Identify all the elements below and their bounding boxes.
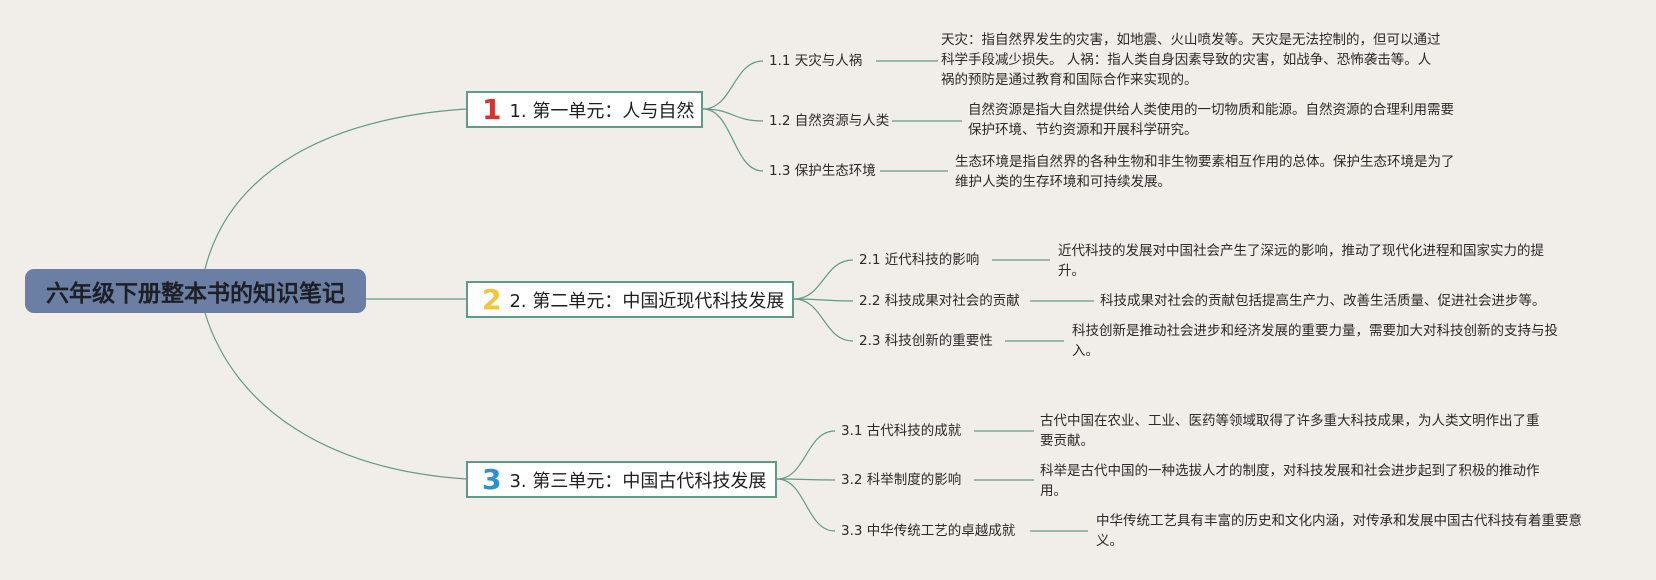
unit-3-to-sub-1-line bbox=[776, 430, 836, 480]
subtopic-1-1[interactable]: 1.1 天灾与人祸 bbox=[769, 53, 863, 69]
subtopic-2-2[interactable]: 2.2 科技成果对社会的贡献 bbox=[859, 293, 1020, 309]
root-to-unit-1-line bbox=[204, 108, 467, 270]
root-node[interactable]: 六年级下册整本书的知识笔记 bbox=[25, 269, 366, 313]
desc-1-1: 天灾：指自然界发生的灾害，如地震、火山喷发等。天灾是无法控制的，但可以通过科学手… bbox=[941, 32, 1441, 88]
number-3-icon: 3 bbox=[482, 462, 502, 496]
subtopic-3-2[interactable]: 3.2 科举制度的影响 bbox=[841, 472, 962, 488]
unit-1-to-sub-3-line bbox=[702, 108, 764, 172]
unit-3-node[interactable]: 3 3. 第三单元：中国古代科技发展 bbox=[466, 461, 777, 498]
unit-2-to-sub-2-line bbox=[793, 298, 854, 302]
number-1-icon: 1 bbox=[482, 92, 502, 126]
desc-2-1: 近代科技的发展对中国社会产生了深远的影响，推动了现代化进程和国家实力的提升。 bbox=[1058, 243, 1544, 279]
desc-2-2: 科技成果对社会的贡献包括提高生产力、改善生活质量、促进社会进步等。 bbox=[1100, 293, 1546, 309]
unit-3-to-sub-3-line bbox=[776, 478, 836, 532]
subtopic-3-3[interactable]: 3.3 中华传统工艺的卓越成就 bbox=[841, 523, 1016, 539]
unit-3-to-sub-2-line bbox=[776, 478, 836, 481]
subtopic-1-3[interactable]: 1.3 保护生态环境 bbox=[769, 163, 876, 179]
unit-1-label: 1. 第一单元：人与自然 bbox=[509, 100, 695, 122]
subtopic-2-3[interactable]: 2.3 科技创新的重要性 bbox=[859, 333, 993, 349]
desc-3-3: 中华传统工艺具有丰富的历史和文化内涵，对传承和发展中国古代科技有着重要意义。 bbox=[1096, 513, 1582, 549]
subtopic-2-1[interactable]: 2.1 近代科技的影响 bbox=[859, 252, 980, 268]
desc-2-3: 科技创新是推动社会进步和经济发展的重要力量，需要加大对科技创新的支持与投入。 bbox=[1072, 323, 1558, 359]
unit-1-to-sub-2-line bbox=[702, 108, 764, 122]
unit-2-to-sub-3-line bbox=[793, 298, 854, 342]
subtopic-1-2[interactable]: 1.2 自然资源与人类 bbox=[769, 113, 890, 129]
unit-2-label: 2. 第二单元：中国近现代科技发展 bbox=[509, 290, 785, 312]
unit-2-node[interactable]: 2 2. 第二单元：中国近现代科技发展 bbox=[466, 281, 794, 318]
desc-3-2: 科举是古代中国的一种选拔人才的制度，对科技发展和社会进步起到了积极的推动作用。 bbox=[1040, 463, 1540, 499]
root-to-unit-3-line bbox=[204, 312, 467, 480]
unit-2-to-sub-1-line bbox=[793, 259, 854, 300]
unit-3-label: 3. 第三单元：中国古代科技发展 bbox=[509, 470, 767, 492]
subtopic-3-1[interactable]: 3.1 古代科技的成就 bbox=[841, 423, 962, 439]
desc-3-1: 古代中国在农业、工业、医药等领域取得了许多重大科技成果，为人类文明作出了重要贡献… bbox=[1040, 413, 1540, 449]
unit-1-node[interactable]: 1 1. 第一单元：人与自然 bbox=[466, 91, 703, 128]
number-2-icon: 2 bbox=[482, 282, 502, 316]
desc-1-3: 生态环境是指自然界的各种生物和非生物要素相互作用的总体。保护生态环境是为了维护人… bbox=[955, 154, 1455, 190]
unit-1-to-sub-1-line bbox=[702, 60, 764, 110]
desc-1-2: 自然资源是指大自然提供给人类使用的一切物质和能源。自然资源的合理利用需要保护环境… bbox=[968, 102, 1454, 138]
